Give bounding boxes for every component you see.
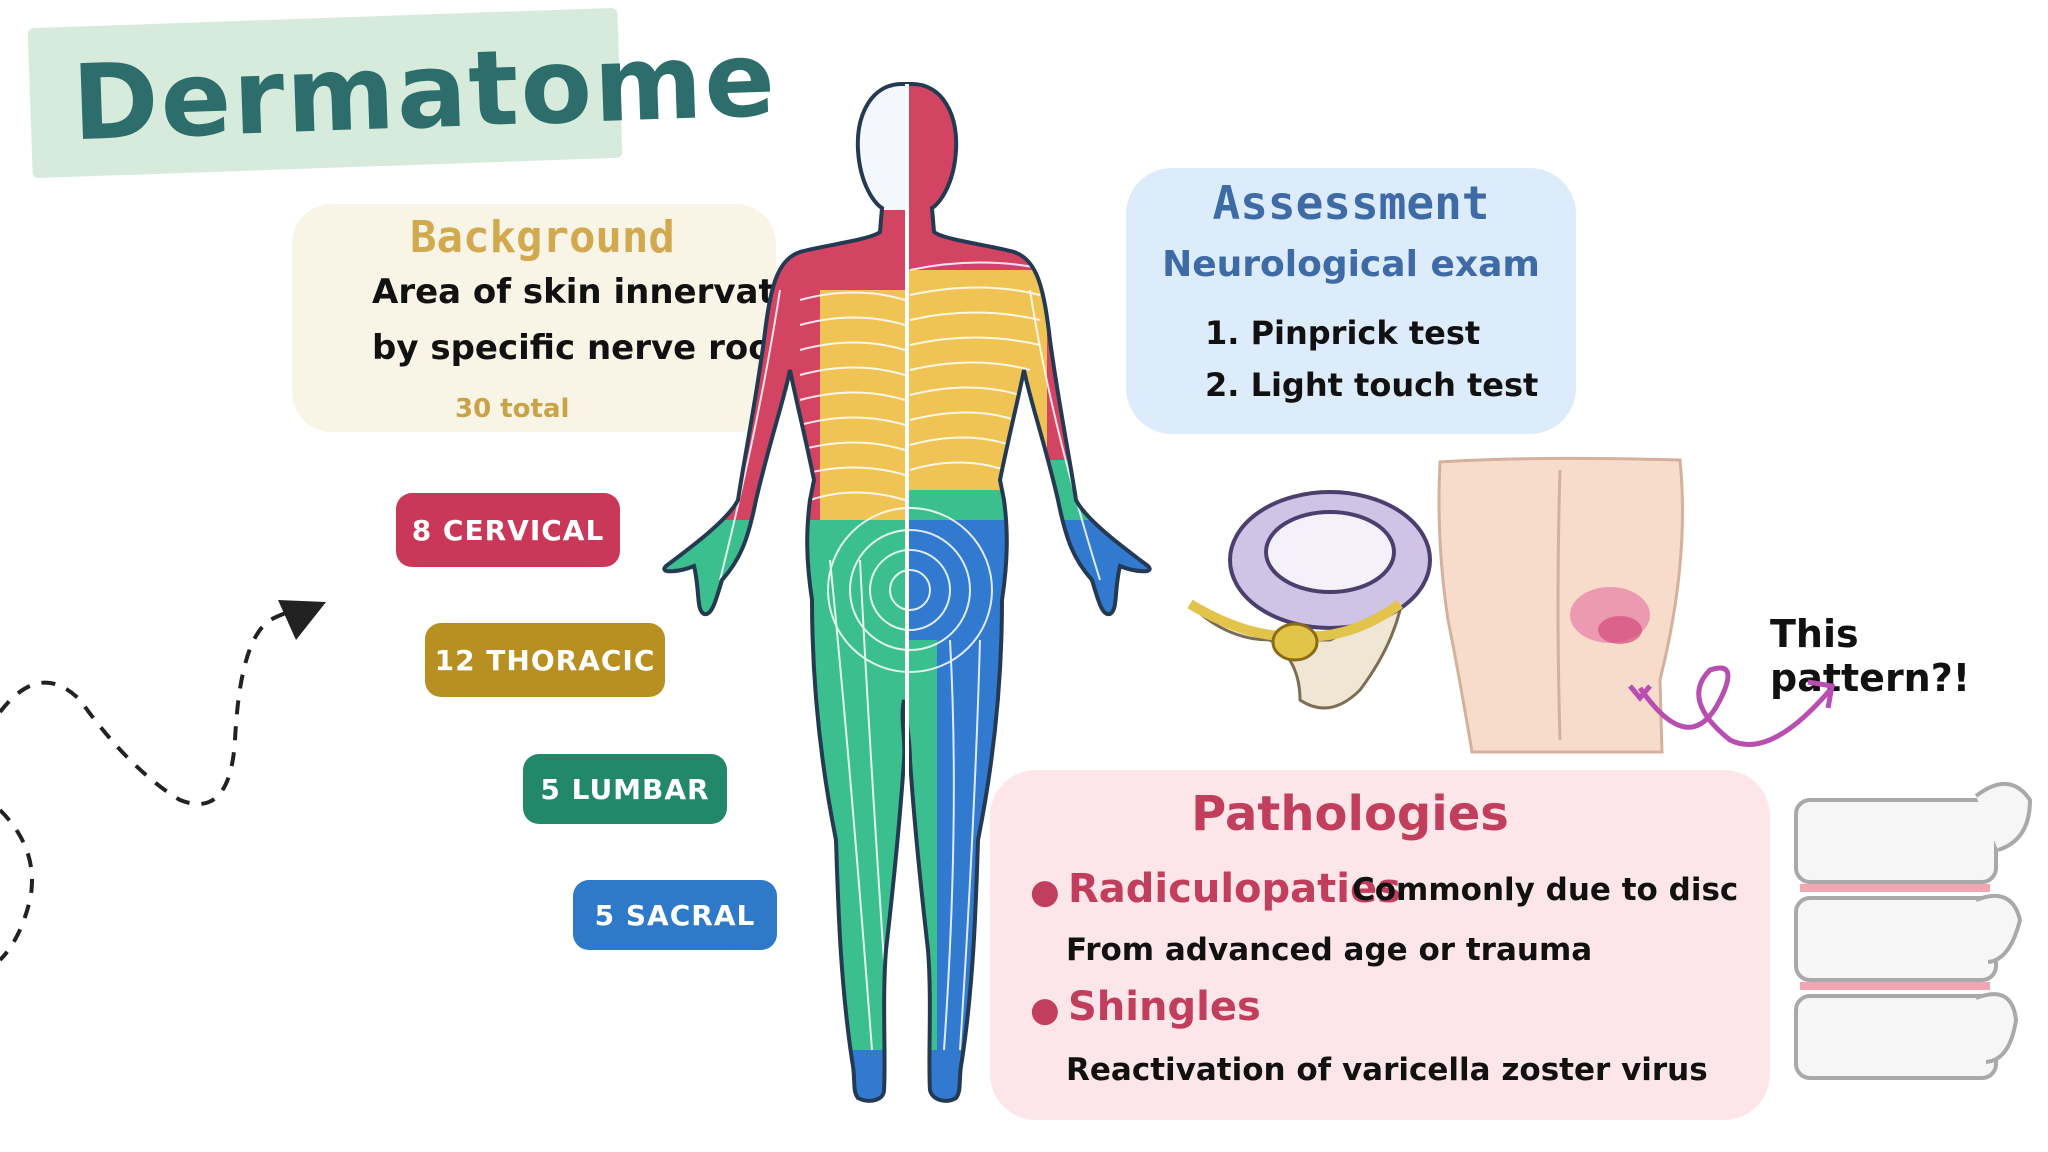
thoracic-pill: 12 THORACIC	[425, 623, 665, 697]
page-title: Dermatome	[70, 17, 779, 165]
spine-icon	[1794, 781, 2033, 1080]
back-skin-icon	[1437, 456, 1684, 754]
pathologies-heading: Pathologies	[1191, 786, 1509, 842]
pathology-term-radiculopathies: Radiculopaties	[1068, 866, 1401, 912]
cervical-pill: 8 CERVICAL	[396, 493, 620, 567]
background-line-1: Area of skin innervated	[372, 272, 823, 312]
dashed-arrow-icon	[0, 608, 301, 962]
bullet-icon: ●	[1030, 990, 1060, 1030]
assessment-panel	[1126, 168, 1576, 434]
pathology-detail-shingles: Reactivation of varicella zoster virus	[1066, 1052, 1708, 1088]
assessment-heading: Assessment	[1212, 176, 1490, 230]
background-heading: Background	[410, 212, 675, 263]
background-line-2: by specific nerve root	[372, 328, 788, 368]
vertebra-disc-icon	[1187, 490, 1432, 710]
assessment-item-light-touch: 2. Light touch test	[1205, 366, 1539, 404]
rash-icon	[1570, 587, 1650, 643]
pathology-detail-radiculopathies: From advanced age or trauma	[1066, 932, 1593, 968]
assessment-subheading: Neurological exam	[1162, 244, 1540, 285]
background-total: 30 total	[455, 394, 570, 424]
assessment-item-pinprick: 1. Pinprick test	[1205, 314, 1481, 352]
pattern-annotation: This pattern?!	[1770, 612, 1971, 700]
pathology-term-shingles: Shingles	[1068, 984, 1261, 1030]
sacral-pill: 5 SACRAL	[573, 880, 777, 950]
pathology-note-radiculopathies: Commonly due to disc	[1352, 872, 1739, 908]
arrow-head-icon	[278, 600, 326, 640]
lumbar-pill: 5 LUMBAR	[523, 754, 727, 824]
bullet-icon: ●	[1030, 872, 1060, 912]
